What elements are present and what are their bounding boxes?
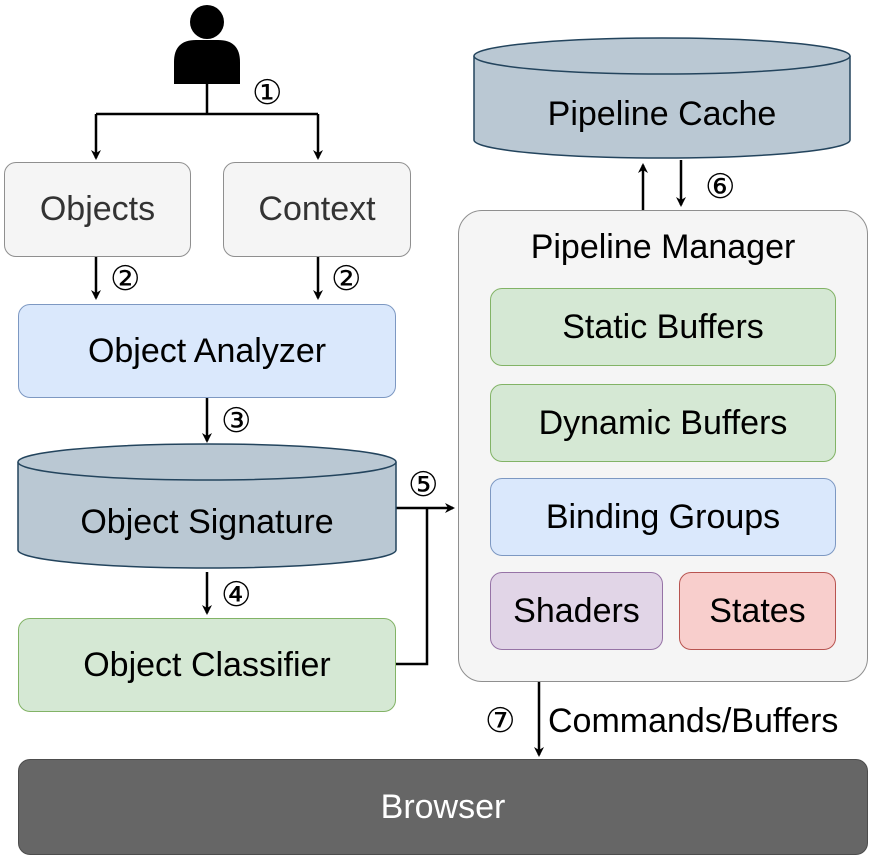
static-buffers-box[interactable]: Static Buffers	[490, 288, 836, 366]
objects-box[interactable]: Objects	[4, 162, 191, 257]
context-box[interactable]: Context	[223, 162, 411, 257]
browser-box[interactable]: Browser	[18, 759, 868, 855]
edge-manager-cache	[638, 160, 686, 210]
step-1: ①	[252, 74, 283, 112]
edge-to-analyzer	[91, 257, 323, 300]
step-5: ⑤	[408, 466, 439, 504]
step-2-objects: ②	[110, 260, 141, 298]
pipeline-cache-cylinder	[473, 37, 851, 159]
object-classifier-box[interactable]: Object Classifier	[18, 618, 396, 712]
step-3: ③	[221, 402, 252, 440]
step-4: ④	[221, 576, 252, 614]
step-2-context: ②	[331, 260, 362, 298]
binding-groups-box[interactable]: Binding Groups	[490, 478, 836, 556]
step-6: ⑥	[705, 168, 736, 206]
commands-buffers-label: Commands/Buffers	[548, 702, 839, 740]
shaders-box[interactable]: Shaders	[490, 572, 663, 650]
pipeline-cache-label[interactable]: Pipeline Cache	[547, 94, 777, 133]
states-box[interactable]: States	[679, 572, 836, 650]
object-analyzer-box[interactable]: Object Analyzer	[18, 304, 396, 398]
pipeline-manager-title: Pipeline Manager	[530, 228, 796, 266]
object-signature-label[interactable]: Object Signature	[80, 502, 334, 541]
object-signature-cylinder	[17, 443, 397, 569]
step-7: ⑦	[485, 702, 516, 740]
edge-to-manager	[396, 503, 455, 666]
edge-user-split	[91, 84, 323, 160]
dynamic-buffers-box[interactable]: Dynamic Buffers	[490, 384, 836, 462]
user-icon	[174, 5, 240, 84]
